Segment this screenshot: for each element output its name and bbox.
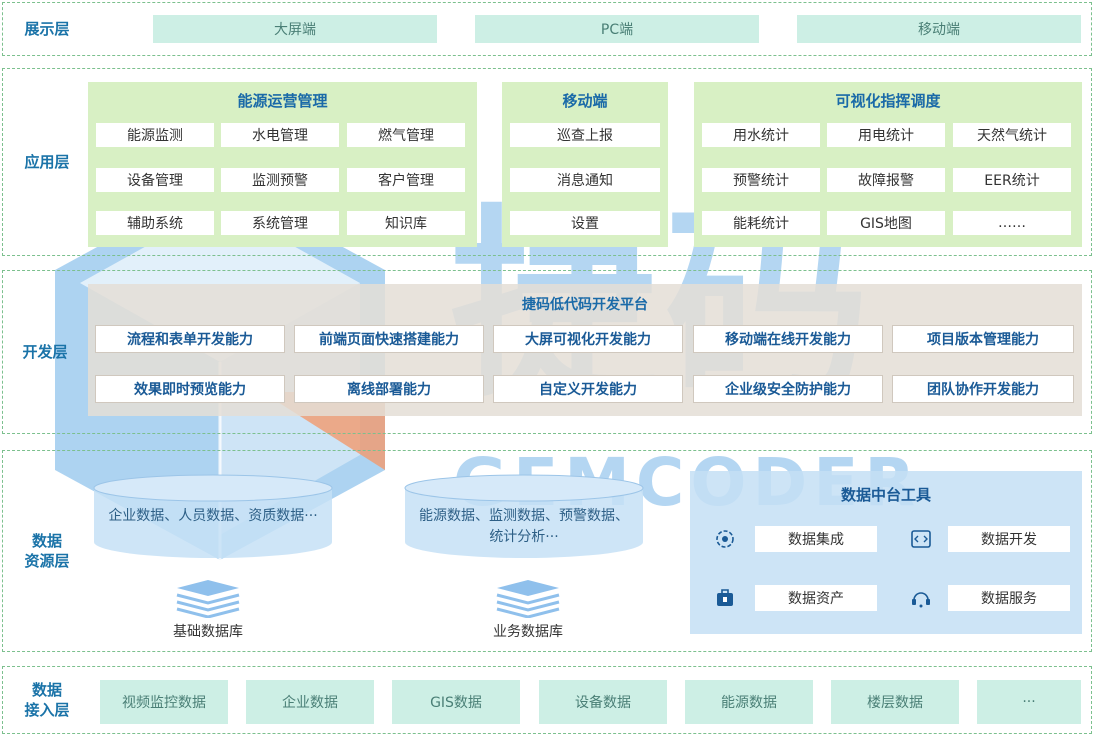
app-item: 巡查上报 (510, 123, 660, 147)
app-item: 能耗统计 (702, 211, 820, 235)
capability-item: 效果即时预览能力 (95, 375, 285, 403)
basic-database-label: 基础数据库 (173, 624, 243, 640)
data-resource-layer (2, 450, 1092, 652)
mobile-app-panel: 移动端 巡查上报 消息通知 设置 (502, 82, 668, 247)
presentation-layer (2, 2, 1092, 56)
app-item: GIS地图 (827, 211, 945, 235)
lowcode-platform-panel: 捷码低代码开发平台 流程和表单开发能力 前端页面快速搭建能力 大屏可视化开发能力… (88, 284, 1082, 416)
database-stack-icon (176, 580, 240, 618)
access-item: ··· (977, 680, 1081, 724)
mobile-app-title: 移动端 (562, 92, 608, 110)
access-item: 视频监控数据 (100, 680, 228, 724)
capability-item: 企业级安全防护能力 (693, 375, 883, 403)
app-item: 水电管理 (221, 123, 339, 147)
capability-item: 流程和表单开发能力 (95, 325, 285, 353)
application-layer-label: 应用层 (24, 153, 70, 171)
energy-management-title: 能源运营管理 (237, 92, 328, 110)
cylinder-basic-data (93, 474, 333, 558)
capability-item: 移动端在线开发能力 (693, 325, 883, 353)
presentation-big-screen: 大屏端 (153, 15, 437, 43)
app-item: …… (953, 211, 1071, 235)
data-asset-icon (717, 589, 733, 606)
app-item: 消息通知 (510, 168, 660, 192)
access-item: 楼层数据 (831, 680, 959, 724)
capability-item: 前端页面快速搭建能力 (294, 325, 484, 353)
app-item: 监测预警 (221, 168, 339, 192)
energy-management-panel: 能源运营管理 能源监测 水电管理 燃气管理 设备管理 监测预警 客户管理 辅助系… (88, 82, 477, 247)
capability-item: 自定义开发能力 (493, 375, 683, 403)
app-item: 能源监测 (96, 123, 214, 147)
data-resource-layer-label: 数据 资源层 (24, 532, 70, 570)
access-item: 设备数据 (539, 680, 667, 724)
app-item: 知识库 (347, 211, 465, 235)
data-middle-platform-panel: 数据中台工具 数据集成 数据开发 数据资产 数据服务 (690, 471, 1082, 634)
cylinder-business-data (404, 474, 644, 558)
data-middle-platform-title: 数据中台工具 (840, 486, 931, 504)
database-stack-icon (496, 580, 560, 618)
app-item: 设备管理 (96, 168, 214, 192)
development-layer-label: 开发层 (22, 343, 68, 361)
tool-item: 数据开发 (948, 526, 1070, 552)
app-item: 故障报警 (827, 168, 945, 192)
data-development-icon (911, 530, 931, 548)
capability-item: 大屏可视化开发能力 (493, 325, 683, 353)
capability-item: 项目版本管理能力 (892, 325, 1074, 353)
app-item: 辅助系统 (96, 211, 214, 235)
lowcode-platform-title: 捷码低代码开发平台 (522, 297, 648, 313)
development-layer (2, 270, 1092, 434)
business-database-label: 业务数据库 (493, 624, 563, 640)
visual-dispatch-panel: 可视化指挥调度 用水统计 用电统计 天然气统计 预警统计 故障报警 EER统计 … (694, 82, 1082, 247)
data-access-layer-label: 数据 接入层 (24, 681, 70, 719)
app-item: 系统管理 (221, 211, 339, 235)
presentation-mobile: 移动端 (797, 15, 1081, 43)
visual-dispatch-title: 可视化指挥调度 (835, 92, 941, 110)
app-item: 燃气管理 (347, 123, 465, 147)
access-item: 企业数据 (246, 680, 374, 724)
capability-item: 离线部署能力 (294, 375, 484, 403)
data-access-layer (2, 666, 1092, 734)
app-item: 设置 (510, 211, 660, 235)
app-item: 天然气统计 (953, 123, 1071, 147)
capability-item: 团队协作开发能力 (892, 375, 1074, 403)
application-layer (2, 68, 1092, 256)
cylinder-basic-data-text: 企业数据、人员数据、资质数据··· (108, 508, 318, 524)
access-item: 能源数据 (685, 680, 813, 724)
data-integration-icon (716, 530, 734, 548)
app-item: 预警统计 (702, 168, 820, 192)
app-item: 客户管理 (347, 168, 465, 192)
app-item: EER统计 (953, 168, 1071, 192)
presentation-pc: PC端 (475, 15, 759, 43)
data-service-icon (912, 592, 930, 608)
tool-item: 数据服务 (948, 585, 1070, 611)
cylinder-business-data-text: 能源数据、监测数据、预警数据、统计分析··· (419, 508, 629, 545)
presentation-layer-label: 展示层 (24, 20, 70, 38)
tool-item: 数据集成 (755, 526, 877, 552)
access-item: GIS数据 (392, 680, 520, 724)
tool-item: 数据资产 (755, 585, 877, 611)
app-item: 用水统计 (702, 123, 820, 147)
app-item: 用电统计 (827, 123, 945, 147)
